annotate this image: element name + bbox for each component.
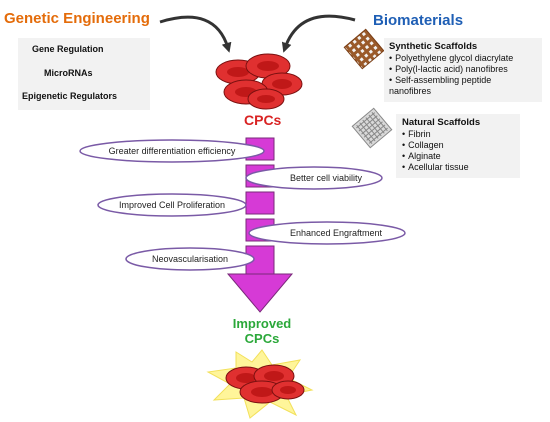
oval-differentiation [79,139,265,163]
natural-item: Fibrin [402,129,469,140]
improved-cpcs-line2: CPCs [244,331,280,346]
biomaterials-to-cpc-arrow [281,14,356,53]
genetic-engineering-title: Genetic Engineering [4,10,150,27]
cpc-cells-top [215,53,303,110]
synthetic-scaffold-icon [343,28,385,70]
outcome-proliferation-label: Improved Cell Proliferation [118,200,226,210]
gene-regulation-label: Gene Regulation [32,44,104,54]
synthetic-item: Self-assembling peptide [389,75,513,86]
pathway-arrowhead [226,273,294,313]
improved-cpcs-line1: Improved [232,316,292,331]
genetic-engineering-box [18,38,150,110]
micrornas-label: MicroRNAs [44,68,93,78]
synthetic-item: Poly(l-lactic acid) nanofibres [389,64,513,75]
outcome-viability-label: Better cell viability [289,173,363,183]
genetic-to-cpc-arrow [159,15,232,53]
biomaterials-title: Biomaterials [373,12,464,29]
natural-item: Alginate [402,151,469,162]
natural-item: Acellular tissue [402,162,469,173]
oval-proliferation [97,193,247,217]
outcome-neovascularisation-label: Neovascularisation [151,254,229,264]
oval-engraftment [248,221,406,245]
oval-viability [245,166,383,190]
natural-scaffolds-title: Natural Scaffolds [402,117,481,128]
synthetic-item: Polyethylene glycol diacrylate [389,53,513,64]
cpcs-label: CPCs [244,112,282,128]
synthetic-scaffolds-list: Polyethylene glycol diacrylate Poly(l-la… [389,53,513,86]
cpc-cells-bottom [225,364,305,404]
natural-scaffolds-list: Fibrin Collagen Alginate Acellular tissu… [402,129,469,173]
synthetic-item-continuation: nanofibres [389,86,432,96]
natural-scaffold-icon [351,107,393,149]
synthetic-scaffolds-title: Synthetic Scaffolds [389,41,478,52]
outcome-differentiation-label: Greater differentiation efficiency [108,146,236,156]
epigenetic-regulators-label: Epigenetic Regulators [22,91,118,101]
outcome-engraftment-label: Enhanced Engraftment [289,228,383,238]
oval-neovascularisation [125,247,255,271]
natural-item: Collagen [402,140,469,151]
